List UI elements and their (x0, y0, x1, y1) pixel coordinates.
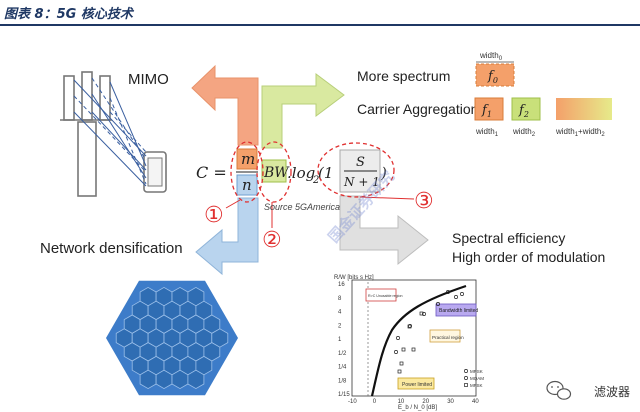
label-spectral-efficiency: Spectral efficiency (452, 230, 565, 246)
hex-cell (139, 369, 157, 390)
plot-legend: MPSK MQAM MFSK (464, 369, 484, 388)
marker-2: ② (262, 228, 282, 253)
footer-brand: 滤波器 (593, 385, 630, 399)
pointer-1 (225, 199, 241, 209)
pointer-3 (359, 196, 415, 200)
formula-c-equals: C = (196, 163, 227, 182)
marker-1: ① (204, 203, 224, 228)
box-power-limited (397, 377, 435, 390)
formula-m: m (241, 150, 255, 168)
legend-mqam: MQAM (470, 376, 484, 381)
arrow-to-spectral-efficiency (339, 195, 429, 266)
box-practical-region (429, 329, 461, 343)
formula-snr-denominator: N + 1 (343, 175, 380, 189)
header-bar: 图表 8：5G 核心技术 (0, 0, 640, 24)
header-divider (0, 24, 640, 26)
formula-log: .log (287, 164, 315, 182)
width1-label: width1 (475, 127, 499, 138)
plot-ytick: 1/15 (338, 392, 350, 398)
arrow-to-spectrum (261, 73, 345, 149)
mimo-signal-lines (73, 77, 147, 187)
plot-ytick: 8 (338, 296, 342, 302)
legend-mpsk: MPSK (470, 369, 483, 374)
plot-xtick: -10 (348, 399, 357, 405)
spectral-efficiency-plot: R/W [bits s Hz] E_b / N_0 [dB] 16 8 4 2 1 1/2… (334, 275, 484, 411)
legend-mfsk: MFSK (470, 383, 483, 388)
dashed-ellipse-1 (230, 141, 264, 203)
arrow-to-densification (195, 197, 259, 276)
box-unusable-label: R>C Unusable region (368, 294, 402, 298)
f0-box (475, 63, 515, 87)
source-note: Source 5GAmerica (264, 202, 340, 212)
plot-xtick: 30 (447, 399, 454, 405)
plot-ytick: 4 (338, 310, 342, 316)
plot-ytick: 2 (338, 323, 342, 329)
label-mimo: MIMO (128, 71, 169, 88)
box-power-limited-label: Power limited (402, 382, 432, 388)
plot-xtick: 0 (373, 399, 377, 405)
formula-n: n (242, 176, 252, 194)
formula-n-box (236, 174, 258, 196)
width0-label: width0 (479, 51, 503, 62)
dashed-ellipse-2 (256, 141, 292, 203)
width2-label: width2 (512, 127, 536, 138)
plot-xlabel: E_b / N_0 [dB] (398, 405, 437, 411)
plot-ytick: 1/4 (338, 365, 347, 371)
f1-box (474, 97, 504, 121)
label-network-densification: Network densification (40, 240, 183, 257)
plot-ytick: 1/2 (338, 351, 347, 357)
box-bandwidth-limited-label: Bandwidth limited (439, 308, 478, 314)
f2-label: f2 (518, 103, 529, 119)
label-more-spectrum: More spectrum (357, 68, 450, 84)
plot-xtick: 20 (422, 399, 429, 405)
formula-snr-numerator: S (356, 155, 365, 170)
plot-ytick: 1/8 (338, 378, 347, 384)
plot-xtick: 10 (398, 399, 405, 405)
shannon-curve (370, 284, 467, 397)
figure-title: 图表 8：5G 核心技术 (4, 7, 133, 22)
box-bandwidth-limited (435, 303, 477, 317)
box-practical-region-label: Practical region (432, 335, 464, 340)
label-high-order-modulation: High order of modulation (452, 249, 605, 265)
plot-ylabel: R/W [bits s Hz] (334, 275, 374, 281)
label-carrier-aggregation: Carrier Aggregation (357, 101, 478, 117)
dashed-ellipse-3 (317, 142, 395, 198)
formula-log-base: 2 (312, 175, 319, 186)
marker-3: ③ (414, 189, 434, 214)
plot-ytick: 16 (338, 282, 345, 288)
aggregated-box (556, 98, 612, 120)
wechat-icon (546, 380, 572, 400)
formula-bw-box (261, 159, 287, 183)
plot-xtick: 40 (472, 399, 479, 405)
f2-box (511, 97, 541, 121)
f1-label: f1 (481, 103, 492, 119)
arrow-to-mimo (191, 64, 259, 146)
formula-m-box (236, 148, 258, 170)
hex-cell-cluster (106, 280, 238, 396)
width-sum-label: width1+width2 (555, 127, 605, 138)
modulation-points (394, 290, 464, 374)
hex-cell (187, 369, 205, 390)
box-unusable (365, 288, 397, 302)
formula-close-paren: ) (380, 164, 387, 182)
f0-label: f0 (487, 69, 498, 85)
plot-ytick: 1 (338, 337, 342, 343)
formula-bw: BW (263, 165, 290, 181)
